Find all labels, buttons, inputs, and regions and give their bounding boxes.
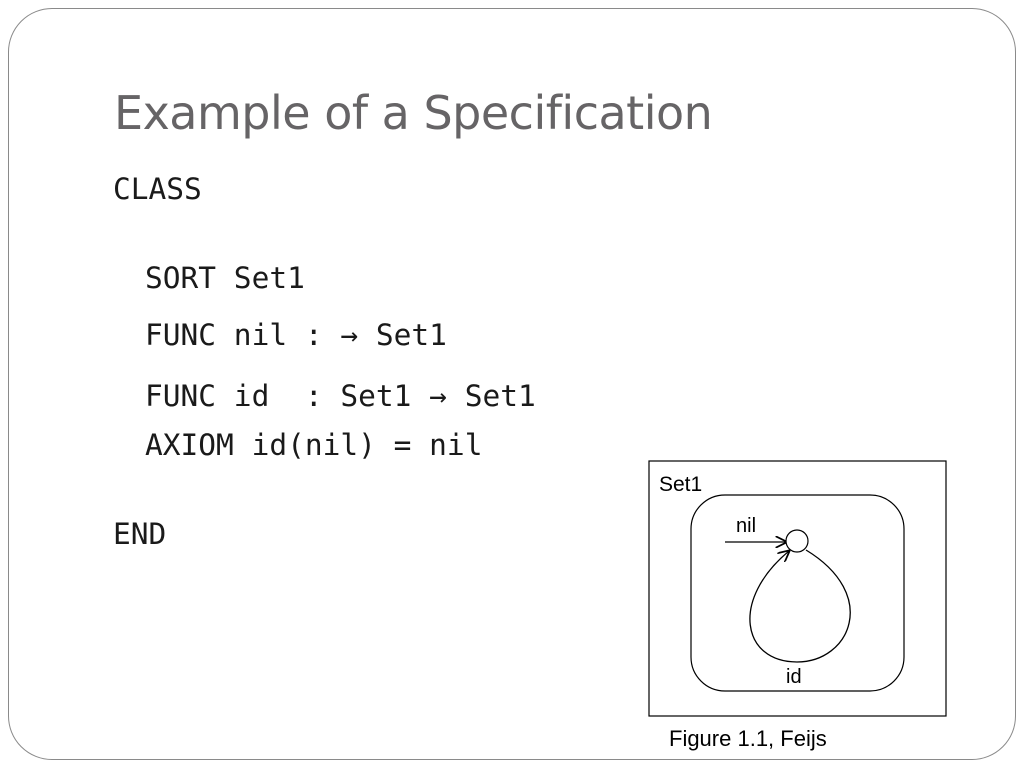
nil-label: nil [736,515,756,537]
set-boundary [690,494,905,692]
func-nil-declaration: FUNC nil : → Set1 [145,318,447,352]
axiom-declaration: AXIOM id(nil) = nil [145,428,483,462]
figure-caption: Figure 1.1, Feijs [669,726,827,751]
id-label: id [786,666,802,688]
nil-element-node [785,529,809,553]
slide-title: Example of a Specification [114,86,713,140]
end-keyword: END [113,517,167,551]
class-keyword: CLASS [113,172,202,206]
id-loop-arrow [749,550,851,663]
set-label: Set1 [659,473,702,496]
diagram-frame [648,460,947,717]
func-id-declaration: FUNC id : Set1 → Set1 [145,379,536,413]
sort-declaration: SORT Set1 [145,261,305,295]
